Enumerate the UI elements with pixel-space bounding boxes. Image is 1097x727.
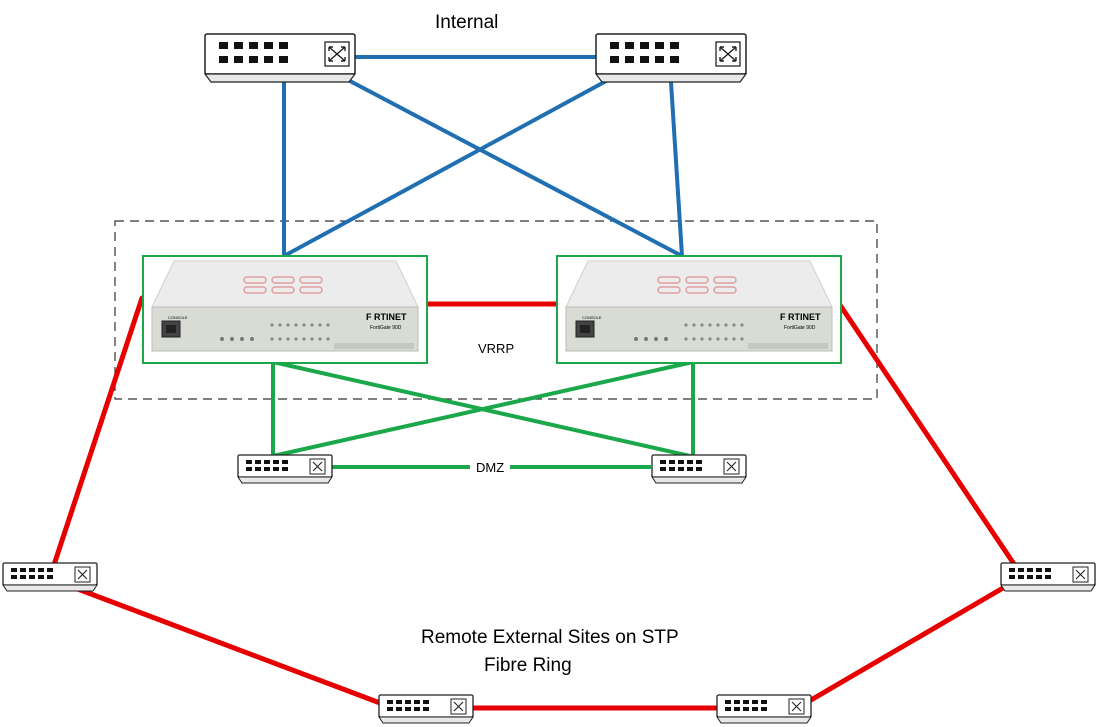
ring-switch-bottom-right-icon [716,694,812,724]
firewall-right-model: FortiGate 90D [784,325,816,331]
dmz-links [271,360,695,469]
firewall-left-model: FortiGate 90D [370,325,402,331]
firewall-right: F RTINET FortiGate 90D CONSOLE [556,255,842,364]
firewall-left-console-label: CONSOLE [168,315,188,320]
link-ring-bottom-right [808,585,1006,703]
dmz-switch-right-icon [651,454,747,484]
remote-sites-label-line1: Remote External Sites on STP [421,627,679,648]
ha-cluster-boundary [114,220,878,400]
link-sw1-fw2 [347,78,683,258]
link-fw2-dmz1 [272,360,694,458]
vrrp-label: VRRP [478,341,514,356]
firewall-right-brand: F RTINET [780,312,821,322]
ring-switch-left-icon [2,562,98,592]
ring-switch-right-icon [1000,562,1096,592]
link-ring-left-bottom [72,585,383,706]
firewall-left: F RTINET FortiGate 90D CONSOLE [142,255,428,364]
internal-links [282,55,684,258]
ring-links [46,295,1021,711]
ring-switch-bottom-left-icon [378,694,474,724]
link-fw1-ring-left [46,295,145,583]
link-sw2-fw1 [283,78,609,258]
internal-switch-left-icon [204,33,356,83]
firewall-right-console-label: CONSOLE [582,315,602,320]
internal-label: Internal [435,12,498,33]
dmz-switch-left-icon [237,454,333,484]
link-sw2-fw2 [669,81,684,257]
link-fw2-ring-right [837,302,1021,573]
firewall-left-brand: F RTINET [366,312,407,322]
dmz-label: DMZ [476,460,504,475]
firewall-right-icon [565,260,833,352]
remote-sites-label-line2: Fibre Ring [484,655,572,676]
internal-switch-right-icon [595,33,747,83]
firewall-left-icon [151,260,419,352]
